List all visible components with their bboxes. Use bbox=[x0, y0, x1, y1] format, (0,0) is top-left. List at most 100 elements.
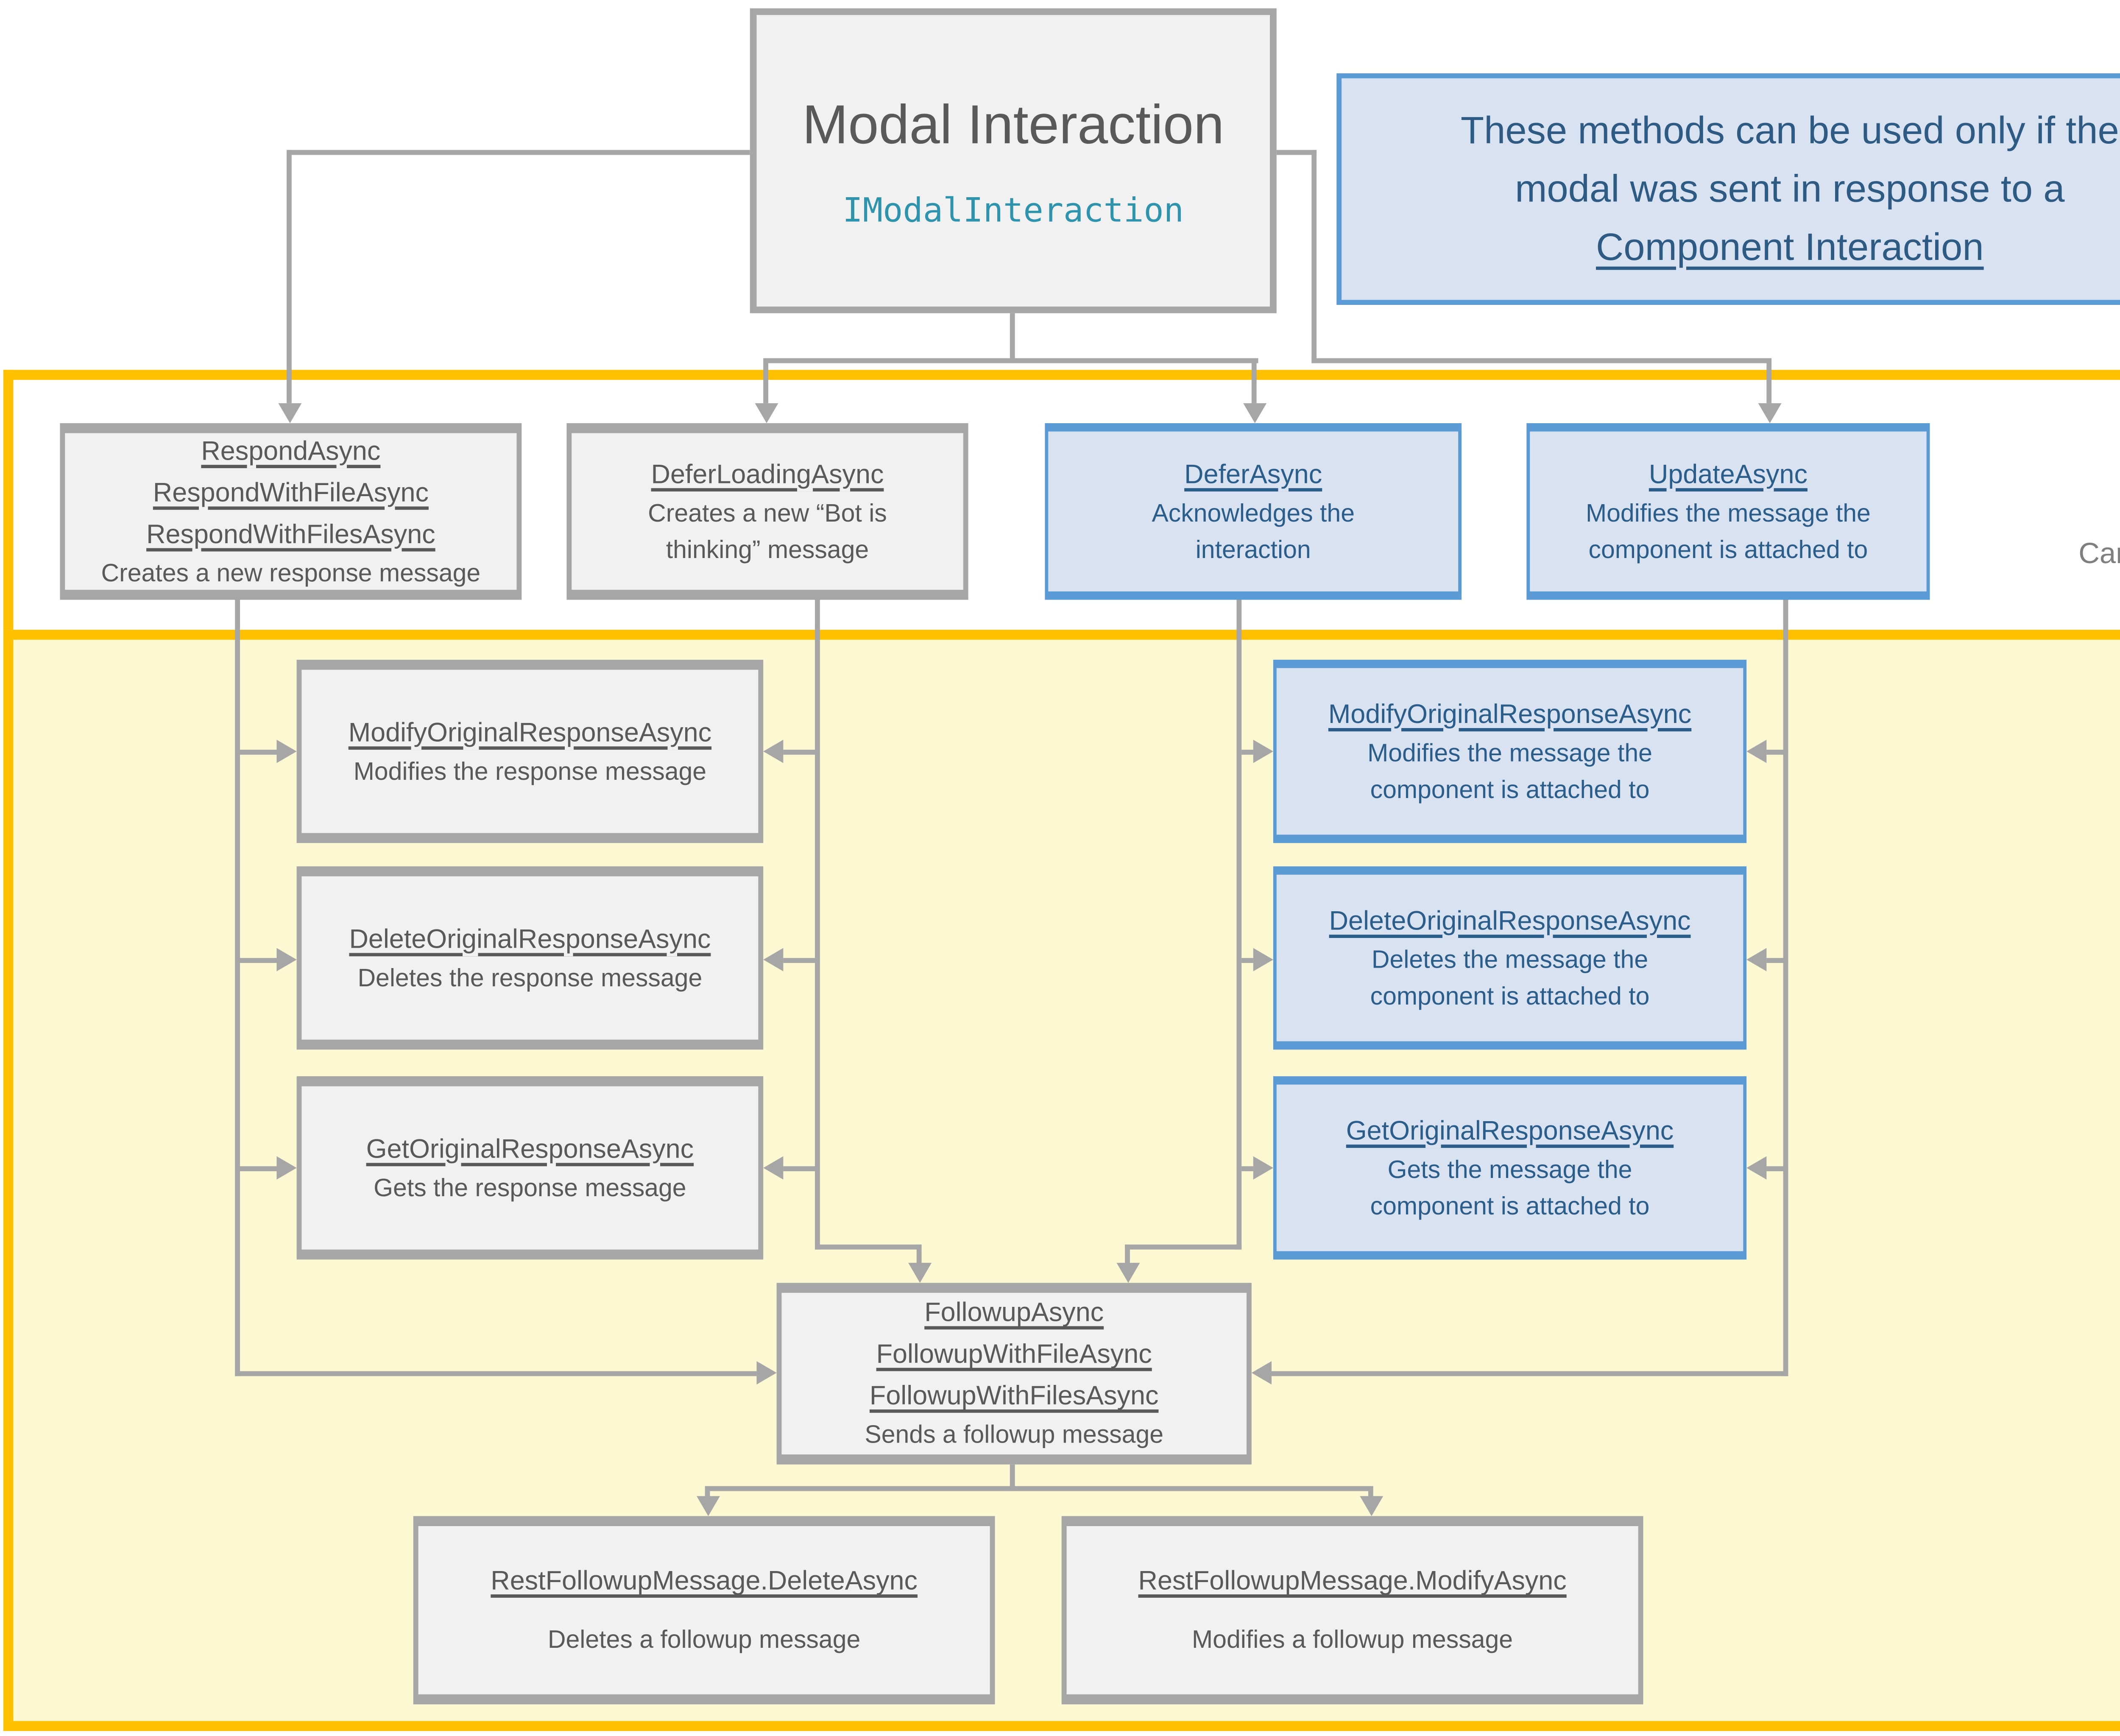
connector-line bbox=[1766, 363, 1772, 403]
method-link-getoriginalresponseasync[interactable]: GetOriginalResponseAsync bbox=[1346, 1117, 1674, 1146]
arrowhead-left-icon bbox=[1746, 948, 1767, 971]
note-line: modal was sent in response to a bbox=[1515, 166, 2065, 210]
respond-async-box: RespondAsync RespondWithFileAsync Respon… bbox=[60, 423, 522, 600]
connector-line bbox=[1276, 150, 1317, 155]
defer-async-box: DeferAsync Acknowledges the interaction bbox=[1045, 423, 1462, 600]
method-description: Acknowledges the interaction bbox=[1152, 499, 1355, 564]
connector-line bbox=[815, 1244, 922, 1250]
connector-line bbox=[1311, 150, 1317, 363]
method-description: Modifies the message the component is at… bbox=[1585, 499, 1871, 564]
method-link-modifyoriginalresponseasync[interactable]: ModifyOriginalResponseAsync bbox=[348, 719, 712, 748]
method-link-respondasync[interactable]: RespondAsync bbox=[201, 437, 381, 466]
connector-line bbox=[1368, 1491, 1373, 1502]
method-description: Deletes the message the component is att… bbox=[1370, 945, 1650, 1010]
method-link-restfollowupmessage-modifyasync[interactable]: RestFollowupMessage.ModifyAsync bbox=[1138, 1568, 1567, 1596]
connector-line bbox=[705, 1486, 1373, 1491]
initial-response-annotation: Initial Response methods Has to be execu… bbox=[2078, 403, 2120, 575]
method-description: Modifies a followup message bbox=[1192, 1626, 1513, 1655]
connector-line bbox=[1766, 1166, 1788, 1172]
arrowhead-right-icon bbox=[1253, 740, 1273, 763]
method-link-getoriginalresponseasync[interactable]: GetOriginalResponseAsync bbox=[366, 1135, 694, 1164]
arrowhead-down-icon bbox=[1116, 1263, 1140, 1283]
delete-original-response-box: DeleteOriginalResponseAsync Deletes the … bbox=[296, 866, 764, 1050]
connector-line bbox=[240, 750, 277, 755]
component-interaction-note-box: These methods can be used only if the mo… bbox=[1336, 73, 2120, 305]
connector-line bbox=[1783, 600, 1788, 1376]
method-link-respondwithfileasync[interactable]: RespondWithFileAsync bbox=[153, 479, 429, 508]
method-link-followupasync[interactable]: FollowupAsync bbox=[924, 1299, 1104, 1328]
method-link-deleteoriginalresponseasync[interactable]: DeleteOriginalResponseAsync bbox=[1329, 907, 1691, 936]
method-description: Modifies the response message bbox=[353, 757, 707, 786]
connector-line bbox=[1125, 1244, 1242, 1250]
connector-line bbox=[783, 958, 815, 963]
method-description: Creates a new “Bot is thinking” message bbox=[648, 499, 887, 564]
arrowhead-right-icon bbox=[276, 1156, 297, 1180]
connector-line bbox=[240, 958, 277, 963]
interface-name-code: IModalInteraction bbox=[842, 189, 1184, 229]
connector-line bbox=[235, 1371, 757, 1376]
arrowhead-down-icon bbox=[908, 1263, 932, 1283]
connector-line bbox=[1241, 750, 1253, 755]
arrowhead-left-icon bbox=[1746, 1156, 1767, 1180]
arrowhead-down-icon bbox=[755, 403, 778, 423]
method-link-deferasync[interactable]: DeferAsync bbox=[1184, 461, 1322, 489]
arrowhead-right-icon bbox=[276, 948, 297, 971]
method-link-followupwithfileasync[interactable]: FollowupWithFileAsync bbox=[876, 1341, 1152, 1370]
method-description: Gets the response message bbox=[374, 1173, 686, 1202]
connector-line bbox=[1251, 363, 1257, 403]
delete-component-message-box: DeleteOriginalResponseAsync Deletes the … bbox=[1273, 866, 1747, 1050]
method-description: Creates a new response message bbox=[101, 559, 481, 587]
connector-line bbox=[1766, 750, 1788, 755]
connector-line bbox=[1010, 1464, 1015, 1491]
connector-line bbox=[1010, 313, 1015, 363]
arrowhead-left-icon bbox=[763, 1156, 784, 1180]
method-link-modifyoriginalresponseasync[interactable]: ModifyOriginalResponseAsync bbox=[1328, 701, 1692, 729]
modify-component-message-box: ModifyOriginalResponseAsync Modifies the… bbox=[1273, 659, 1747, 843]
method-description: Sends a followup message bbox=[865, 1421, 1164, 1450]
method-link-respondwithfilesasync[interactable]: RespondWithFilesAsync bbox=[146, 520, 435, 549]
connector-line bbox=[705, 1491, 710, 1502]
method-description: Gets the message the component is attach… bbox=[1370, 1155, 1650, 1220]
diagram-title: Modal Interaction bbox=[802, 92, 1225, 154]
arrowhead-down-icon bbox=[696, 1496, 720, 1516]
modify-original-response-box: ModifyOriginalResponseAsync Modifies the… bbox=[296, 659, 764, 843]
annotation-line: after receiving the interaction bbox=[2078, 491, 2120, 533]
get-original-response-box: GetOriginalResponseAsync Gets the respon… bbox=[296, 1076, 764, 1260]
connector-line bbox=[287, 150, 292, 403]
arrowhead-left-icon bbox=[763, 740, 784, 763]
method-link-updateasync[interactable]: UpdateAsync bbox=[1649, 461, 1808, 489]
arrowhead-right-icon bbox=[276, 740, 297, 763]
connector-line bbox=[1766, 958, 1788, 963]
followup-async-box: FollowupAsync FollowupWithFileAsync Foll… bbox=[776, 1283, 1252, 1465]
annotation-line: Has to be executed in 3 seconds bbox=[2078, 450, 2120, 491]
rest-followup-delete-box: RestFollowupMessage.DeleteAsync Deletes … bbox=[413, 1516, 995, 1705]
component-interaction-link[interactable]: Component Interaction bbox=[1596, 225, 1984, 268]
connector-line bbox=[916, 1244, 922, 1267]
connector-line bbox=[1125, 1244, 1130, 1267]
connector-line bbox=[783, 750, 815, 755]
arrowhead-right-icon bbox=[1253, 948, 1273, 971]
connector-line bbox=[1311, 358, 1772, 363]
method-description: Deletes a followup message bbox=[547, 1626, 861, 1655]
note-line: These methods can be used only if the bbox=[1460, 108, 2119, 152]
arrowhead-left-icon bbox=[763, 948, 784, 971]
arrowhead-right-icon bbox=[756, 1361, 777, 1384]
connector-line bbox=[815, 600, 820, 1250]
connector-line bbox=[1236, 600, 1242, 1250]
method-link-deleteoriginalresponseasync[interactable]: DeleteOriginalResponseAsync bbox=[349, 925, 711, 954]
update-async-box: UpdateAsync Modifies the message the com… bbox=[1526, 423, 1930, 600]
method-link-followupwithfilesasync[interactable]: FollowupWithFilesAsync bbox=[869, 1383, 1159, 1411]
connector-line bbox=[235, 600, 240, 1376]
connector-line bbox=[763, 358, 1258, 363]
method-link-restfollowupmessage-deleteasync[interactable]: RestFollowupMessage.DeleteAsync bbox=[491, 1568, 918, 1596]
connector-line bbox=[287, 150, 750, 155]
get-component-message-box: GetOriginalResponseAsync Gets the messag… bbox=[1273, 1076, 1747, 1260]
rest-followup-modify-box: RestFollowupMessage.ModifyAsync Modifies… bbox=[1061, 1516, 1643, 1705]
arrowhead-down-icon bbox=[1758, 403, 1782, 423]
connector-line bbox=[240, 1166, 277, 1172]
arrowhead-left-icon bbox=[1251, 1361, 1272, 1384]
connector-line bbox=[1241, 1166, 1253, 1172]
method-link-deferloadingasync[interactable]: DeferLoadingAsync bbox=[651, 461, 884, 489]
method-description: Deletes the response message bbox=[357, 963, 703, 992]
